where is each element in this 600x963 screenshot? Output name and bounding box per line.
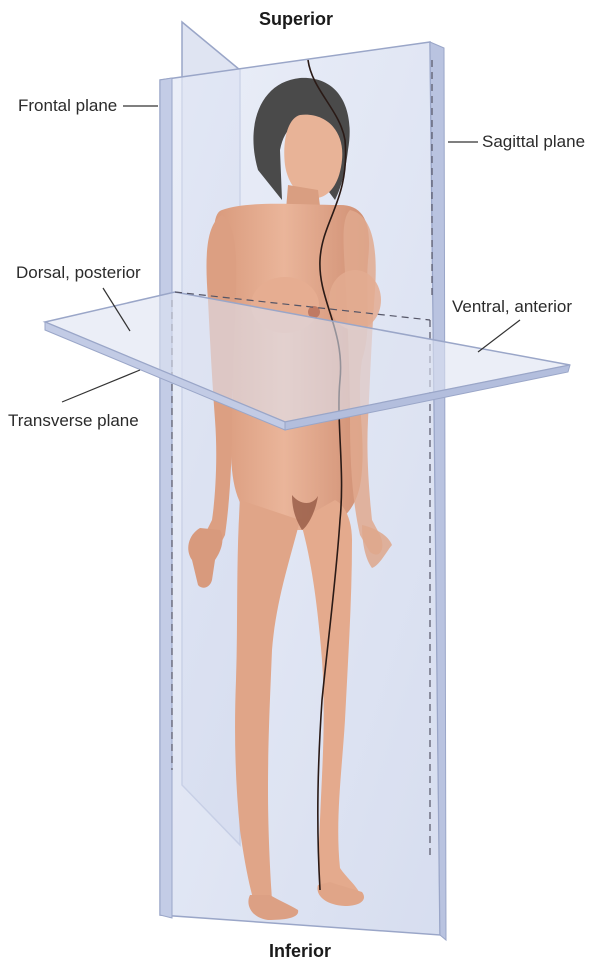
sagittal-plane-label: Sagittal plane <box>482 133 585 150</box>
transverse-leader <box>62 370 140 402</box>
superior-label: Superior <box>259 10 333 28</box>
transverse-plane-label: Transverse plane <box>8 412 139 429</box>
ventral-leader <box>478 320 520 352</box>
ventral-anterior-label: Ventral, anterior <box>452 298 572 315</box>
frontal-plane-left-edge <box>160 78 172 918</box>
inferior-label: Inferior <box>269 942 331 960</box>
frontal-plane-label: Frontal plane <box>18 97 117 114</box>
dorsal-posterior-label: Dorsal, posterior <box>16 264 141 281</box>
breast-right <box>329 270 381 330</box>
